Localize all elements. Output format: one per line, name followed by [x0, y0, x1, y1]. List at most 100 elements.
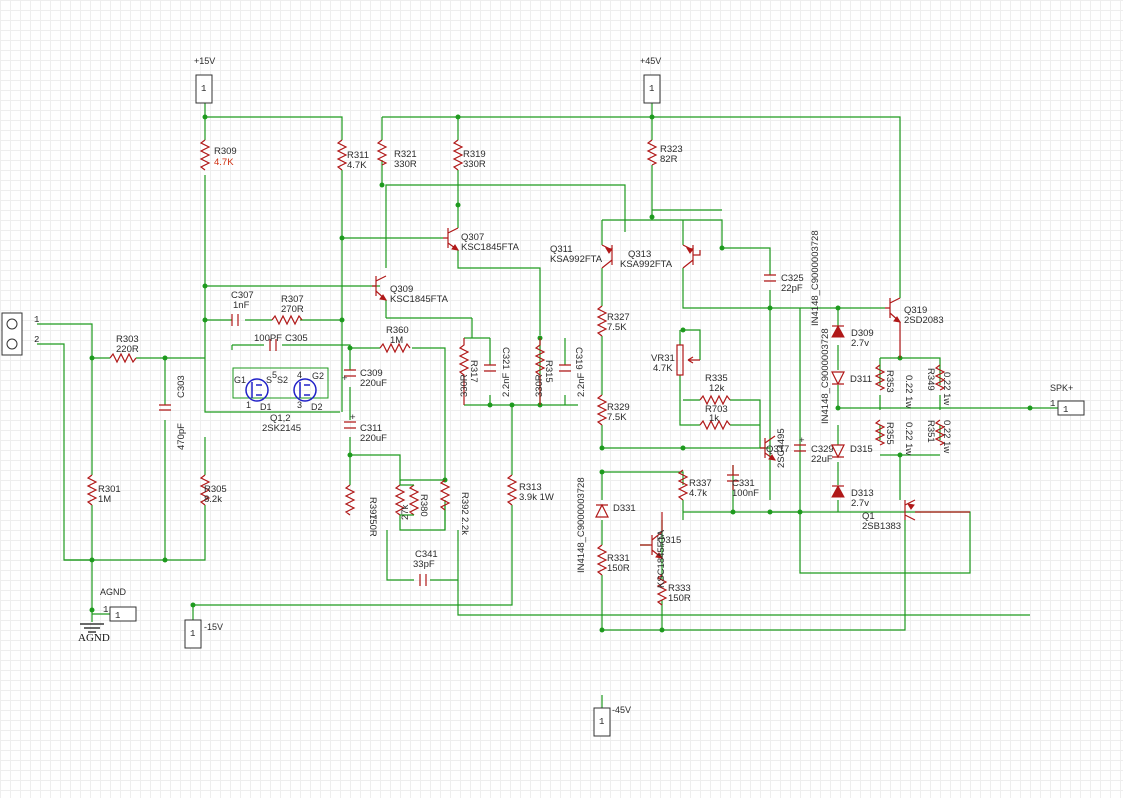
- value: 2.7v: [851, 498, 869, 509]
- resistor-r309[interactable]: R309 4.7K: [199, 139, 237, 171]
- resistor-r301[interactable]: R301 1M: [86, 474, 121, 506]
- ref: R327: [607, 312, 630, 323]
- ref: Q1: [862, 511, 875, 522]
- resistor-r380[interactable]: R380 27k: [394, 484, 429, 520]
- transistor-q317[interactable]: Q317 2SC4495: [760, 428, 789, 468]
- value: 2SB1383: [862, 521, 901, 532]
- rail-pos15-label: +15V: [194, 56, 215, 66]
- s-label: S: [266, 375, 272, 385]
- dual-fet-q12[interactable]: G1 G2 D1 D2 S S2 1 3 4 5 Q1,2 2SK2145: [232, 367, 329, 434]
- diode-d331[interactable]: D331 IN4148_C9000003728: [576, 477, 636, 573]
- rail-neg45[interactable]: 1 -45V: [593, 705, 631, 737]
- diode-d311[interactable]: D311 IN4148_C9000003728: [810, 230, 872, 386]
- resistor-r307[interactable]: R307 270R: [271, 294, 304, 326]
- agnd-connector[interactable]: 1 1 AGND AGND: [78, 587, 137, 644]
- value: 150R: [668, 593, 691, 604]
- spk-connector[interactable]: 1 1 SPK+: [1050, 383, 1085, 416]
- value: 2SC4495: [776, 428, 787, 468]
- resistor-r335[interactable]: R335 12k: [699, 373, 731, 406]
- potentiometer-vr31[interactable]: VR31 4.7K: [651, 344, 700, 376]
- capacitor-c341[interactable]: C341 33pF: [413, 549, 438, 586]
- resistor-r333[interactable]: R333 150R: [656, 574, 691, 606]
- resistor-r315[interactable]: R315 330R: [534, 338, 554, 405]
- resistor-r321[interactable]: R321 330R: [376, 139, 417, 170]
- value: 2SD2083: [904, 315, 944, 326]
- resistor-r337[interactable]: R337 4.7k: [677, 469, 712, 501]
- capacitor-c331[interactable]: C331 100nF: [727, 465, 759, 499]
- ref: R315: [543, 360, 554, 383]
- ref: R305: [204, 484, 227, 495]
- ref: D331: [613, 503, 636, 514]
- capacitor-c303[interactable]: C303 470pF: [159, 375, 187, 450]
- resistor-r311[interactable]: R311 4.7K: [336, 139, 369, 171]
- pin-label: 1: [1063, 405, 1068, 415]
- rail-pos45[interactable]: 1 +45V: [640, 56, 661, 104]
- capacitor-c319[interactable]: C319 2.2nF: [559, 347, 587, 397]
- transistor-q319[interactable]: Q319 2SD2083: [885, 297, 944, 358]
- capacitor-c309[interactable]: + C309 220uF: [342, 368, 387, 389]
- capacitor-c307[interactable]: C307 1nF: [231, 290, 254, 326]
- rail-neg15[interactable]: 1 -15V: [184, 619, 223, 649]
- ref: R329: [607, 402, 630, 413]
- ref: R311: [347, 150, 369, 161]
- transistor-q315[interactable]: Q315 KSC1845FTA: [640, 512, 681, 588]
- transistor-q309[interactable]: Q309 KSC1845FTA: [372, 275, 449, 305]
- ref: D315: [850, 444, 873, 455]
- resistor-r349[interactable]: R349 0.22 1w: [925, 364, 952, 405]
- resistor-r392[interactable]: R392 2.2k: [439, 479, 470, 535]
- resistor-r360[interactable]: R360 1M: [379, 325, 411, 354]
- resistor-r329[interactable]: R329 7.5K: [596, 394, 630, 426]
- resistor-r331[interactable]: R331 150R: [596, 544, 630, 576]
- capacitor-c311[interactable]: + C311 220uF: [344, 412, 387, 444]
- value: 22pF: [781, 283, 803, 294]
- resistor-r355[interactable]: R355 0.22 1w: [874, 419, 914, 455]
- resistor-r313[interactable]: R313 3.9k 1W: [506, 474, 554, 506]
- resistor-r303[interactable]: R303 220R: [109, 334, 139, 364]
- ref: R307: [281, 294, 304, 305]
- value: 2.2nF: [501, 373, 512, 397]
- resistor-r319[interactable]: R319 330R: [452, 139, 486, 171]
- value: 220R: [116, 344, 139, 355]
- resistor-r323[interactable]: R323 82R: [646, 139, 683, 166]
- pin1-label: 1: [246, 400, 251, 410]
- g2-label: G2: [312, 371, 324, 381]
- capacitor-c325[interactable]: C325 22pF: [764, 273, 804, 294]
- capacitor-c321[interactable]: C321 2.2nF: [484, 347, 512, 397]
- capacitor-c305[interactable]: 100PF C305: [254, 333, 308, 351]
- ref: C331: [732, 478, 755, 489]
- zener-d313[interactable]: D313 2.7v: [831, 484, 874, 509]
- value: 330R: [534, 374, 545, 397]
- transistor-q311[interactable]: Q311 KSA992FTA: [550, 244, 613, 269]
- resistor-r351[interactable]: R351 0.22 1w: [925, 419, 952, 453]
- resistor-r353[interactable]: R353 0.22 1w: [874, 364, 914, 408]
- zener-d309[interactable]: D309 2.7v: [831, 324, 874, 349]
- rail-pos15[interactable]: 1 +15V: [194, 56, 215, 104]
- ref: C311: [360, 423, 382, 434]
- resistor-r397[interactable]: R397 150R: [344, 484, 378, 537]
- resistor-r305[interactable]: R305 8.2k: [199, 474, 227, 506]
- value: 8.2k: [204, 494, 222, 505]
- value: 0.22 1w: [903, 422, 914, 455]
- pin-label-1: 1: [34, 315, 39, 325]
- ref: R353: [884, 370, 895, 393]
- plus-sign: +: [342, 373, 348, 384]
- ref: R335: [705, 373, 728, 384]
- resistor-r703[interactable]: R703 1k: [699, 404, 731, 431]
- transistor-q307[interactable]: Q307 KSC1845FTA: [443, 227, 520, 253]
- value: 0.22 1w: [941, 372, 952, 405]
- value: KSA992FTA: [620, 259, 673, 270]
- transistor-q1[interactable]: Q1 2SB1383: [862, 499, 970, 532]
- value: 4.7k: [689, 488, 707, 499]
- ref: R333: [668, 583, 691, 594]
- resistor-r317[interactable]: R317 330R: [458, 338, 479, 405]
- ref: C329: [811, 444, 834, 455]
- value: KSA992FTA: [550, 254, 603, 265]
- ref: C341: [415, 549, 438, 560]
- capacitor-c329[interactable]: + C329 22uF: [794, 435, 834, 465]
- resistor-r327[interactable]: R327 7.5K: [596, 305, 630, 337]
- plus-sign: +: [350, 412, 356, 423]
- input-connector[interactable]: 1 2: [1, 312, 39, 356]
- diode-d315[interactable]: D315 IN4148_C9000003728: [820, 328, 873, 459]
- transistor-q313[interactable]: Q313 KSA992FTA: [620, 244, 701, 270]
